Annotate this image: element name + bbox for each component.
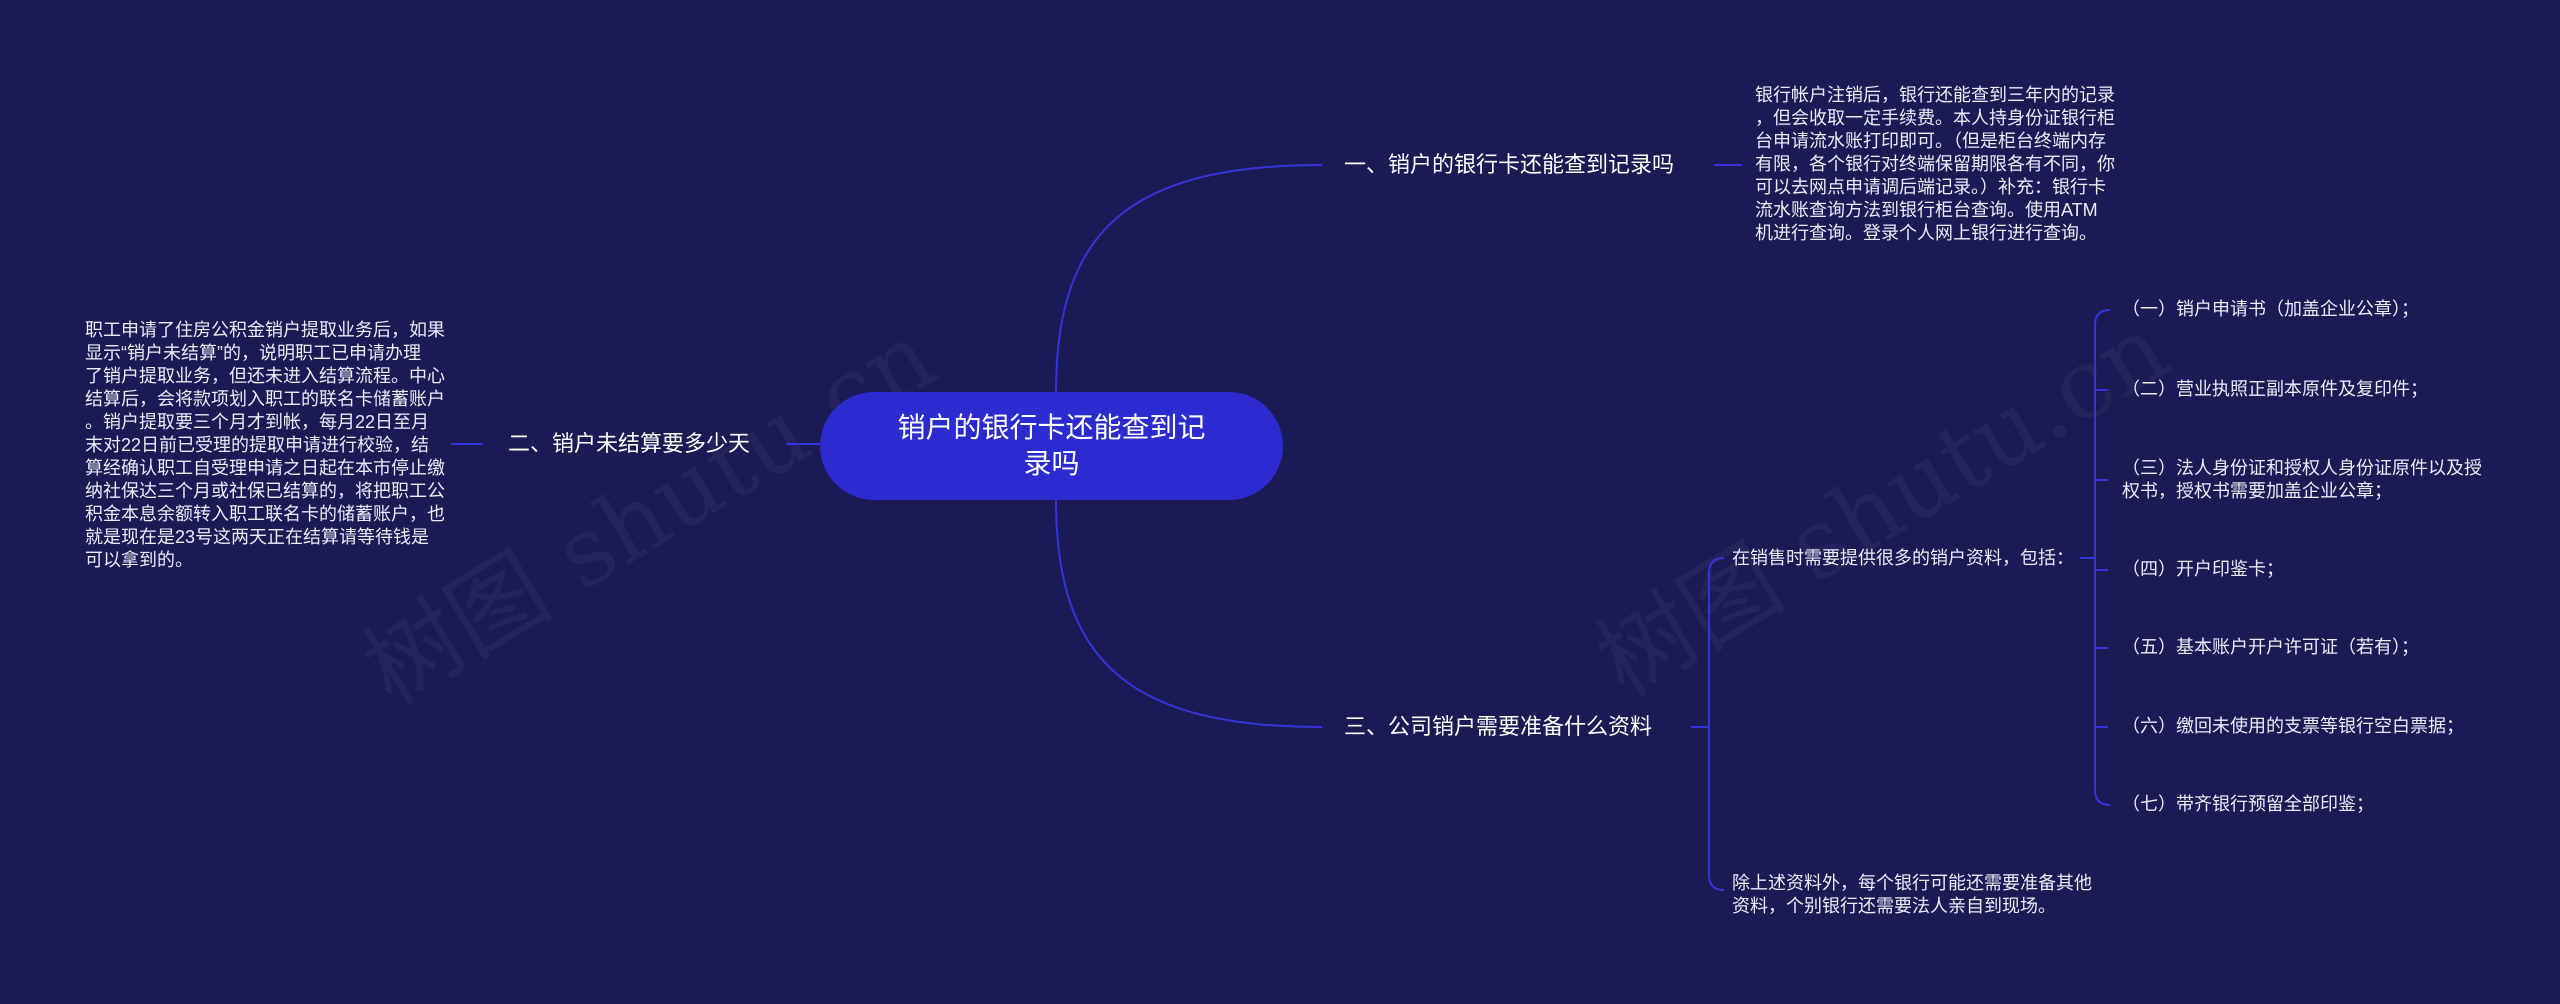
detail-line: ，但会收取一定手续费。本人持身份证银行柜 (1755, 108, 2115, 128)
bracket-materials-list (2094, 309, 2111, 806)
detail-line: 末对22日前已受理的提取申请进行校验，结 (85, 435, 430, 455)
material-item-text: （三）法人身份证和授权人身份证原件以及授 (2122, 458, 2482, 478)
central-topic-line: 销户的银行卡还能查到记 (897, 412, 1206, 443)
detail-line: 了销户提取业务，但还未进入结算流程。中心 (85, 366, 445, 386)
connector-central-to-branch-3 (1055, 499, 1323, 728)
detail-line: 。销户提取要三个月才到帐，每月22日至月 (85, 412, 430, 432)
material-item-5: （五）基本账户开户许可证（若有）； (2122, 636, 2419, 659)
extra-note-line: 除上述资料外，每个银行可能还需要准备其他 (1732, 873, 2092, 893)
materials-intro: 在销售时需要提供很多的销户资料，包括： (1732, 547, 2074, 570)
detail-line: 职工申请了住房公积金销户提取业务后，如果 (85, 320, 445, 340)
extra-note: 除上述资料外，每个银行可能还需要准备其他 资料，个别银行还需要法人亲自到现场。 (1732, 872, 2092, 918)
material-item-4: （四）开户印鉴卡； (2122, 558, 2284, 581)
detail-line: 积金本息余额转入职工联名卡的储蓄账户，也 (85, 504, 445, 524)
detail-line: 银行帐户注销后，银行还能查到三年内的记录 (1755, 85, 2115, 105)
bracket-branch-3-children (1708, 557, 1725, 891)
branch-3-label: 三、公司销户需要准备什么资料 (1344, 714, 1653, 739)
connector-central-to-branch-1 (1055, 164, 1323, 393)
material-item-1: （一）销户申请书（加盖企业公章）； (2122, 298, 2419, 321)
material-item-7: （七）带齐银行预留全部印鉴； (2122, 793, 2374, 816)
extra-note-line: 资料，个别银行还需要法人亲自到现场。 (1732, 896, 2056, 916)
detail-line: 就是现在是23号这两天正在结算请等待钱是 (85, 527, 430, 547)
material-item-text: （四）开户印鉴卡； (2122, 559, 2284, 579)
material-item-text: 权书，授权书需要加盖企业公章； (2122, 481, 2392, 501)
branch-1-detail: 银行帐户注销后，银行还能查到三年内的记录 ，但会收取一定手续费。本人持身份证银行… (1755, 84, 2115, 245)
material-item-text: （二）营业执照正副本原件及复印件； (2122, 379, 2428, 399)
detail-line: 台申请流水账打印即可。（但是柜台终端内存 (1755, 131, 2106, 151)
detail-line: 显示“销户未结算”的，说明职工已申请办理 (85, 343, 421, 363)
detail-line: 算经确认职工自受理申请之日起在本市停止缴 (85, 458, 445, 478)
branch-2-detail: 职工申请了住房公积金销户提取业务后，如果 显示“销户未结算”的，说明职工已申请办… (85, 319, 445, 572)
detail-line: 有限，各个银行对终端保留期限各有不同，你 (1755, 154, 2115, 174)
detail-line: 纳社保达三个月或社保已结算的，将把职工公 (85, 481, 445, 501)
branch-1-label: 一、销户的银行卡还能查到记录吗 (1344, 152, 1675, 177)
material-item-text: （六）缴回未使用的支票等银行空白票据； (2122, 716, 2464, 736)
branch-2-label: 二、销户未结算要多少天 (508, 431, 751, 456)
detail-line: 结算后，会将款项划入职工的联名卡储蓄账户 (85, 389, 445, 409)
central-topic-line: 录吗 (1023, 448, 1080, 479)
material-item-text: （五）基本账户开户许可证（若有）； (2122, 637, 2419, 657)
detail-line: 流水账查询方法到银行柜台查询。使用ATM (1755, 200, 2098, 220)
material-item-3: （三）法人身份证和授权人身份证原件以及授 权书，授权书需要加盖企业公章； (2122, 457, 2482, 503)
material-item-6: （六）缴回未使用的支票等银行空白票据； (2122, 715, 2464, 738)
detail-line: 可以拿到的。 (85, 550, 193, 570)
detail-line: 可以去网点申请调后端记录。）补充：银行卡 (1755, 177, 2106, 197)
material-item-2: （二）营业执照正副本原件及复印件； (2122, 378, 2428, 401)
central-topic-node: 销户的银行卡还能查到记 录吗 (820, 392, 1283, 500)
material-item-text: （七）带齐银行预留全部印鉴； (2122, 794, 2374, 814)
detail-line: 机进行查询。登录个人网上银行进行查询。 (1755, 223, 2097, 243)
materials-intro-text: 在销售时需要提供很多的销户资料，包括： (1732, 548, 2074, 568)
material-item-text: （一）销户申请书（加盖企业公章）； (2122, 299, 2419, 319)
